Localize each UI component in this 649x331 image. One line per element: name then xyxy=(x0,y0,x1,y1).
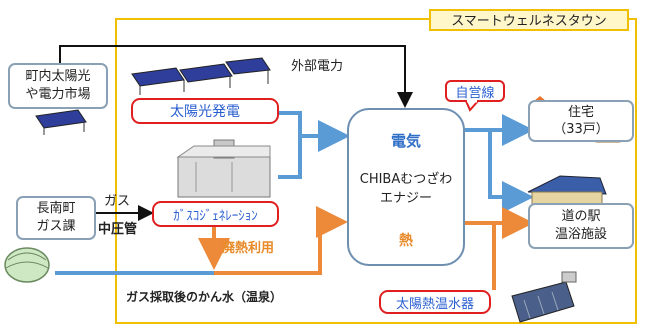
town-solar-line1: 町内太陽光 xyxy=(25,69,91,84)
solar-power-box: 太陽光発電 xyxy=(131,98,279,124)
cogeneration-machine-icon xyxy=(176,139,271,198)
gas-dept-box: 長南町 ガス課 xyxy=(16,196,96,240)
roadside-station-icon xyxy=(527,175,607,205)
town-solar-panel-icon xyxy=(35,109,87,135)
company-name: CHIBAむつざわ エナジー xyxy=(349,170,463,208)
gas-tank-icon xyxy=(4,247,50,283)
solar-water-heater-box: 太陽熱温水器 xyxy=(379,290,491,314)
housing-line2: （33戸） xyxy=(553,122,609,137)
roadside-line2: 温浴施設 xyxy=(554,227,607,242)
electricity-label: 電気 xyxy=(390,132,421,150)
solar-panel-icon xyxy=(131,57,271,95)
zone-label: スマートウェルネスタウン xyxy=(429,9,629,31)
town-solar-line2: や電力市場 xyxy=(25,87,91,102)
gas-dept-line2: ガス課 xyxy=(36,219,76,234)
solar-water-heater-icon xyxy=(511,271,577,323)
housing-line1: 住宅 xyxy=(567,105,594,120)
gas-label: ガス xyxy=(104,194,131,209)
private-line-callout: 自営線 xyxy=(445,80,505,102)
housing-box: 住宅 （33戸） xyxy=(528,100,634,142)
center-to-roadside xyxy=(488,130,534,213)
gas-dept-line1: 長南町 xyxy=(36,201,76,216)
cogen-to-center xyxy=(278,136,302,179)
energy-company-box: 電気 CHIBAむつざわ エナジー 熱 xyxy=(347,108,465,266)
roadside-line1: 道の駅 xyxy=(561,209,601,224)
waste-heat-label: 廃熱利用 xyxy=(222,241,275,256)
company-name-line1: CHIBAむつざわ xyxy=(359,172,453,187)
town-solar-box: 町内太陽光 や電力市場 xyxy=(8,63,108,109)
hot-spring-label: ガス採取後のかん水（温泉） xyxy=(126,290,283,304)
external-power-line xyxy=(59,45,413,108)
roadside-station-box: 道の駅 温浴施設 xyxy=(528,203,634,249)
heat-label: 熱 xyxy=(399,233,413,249)
company-name-line2: エナジー xyxy=(379,191,432,206)
cogeneration-box: ｶﾞｽｺｼﾞｪﾈﾚｰｼｮﾝ xyxy=(152,201,279,227)
pressure-label: 中圧管 xyxy=(98,222,138,237)
solar-to-center xyxy=(279,111,350,152)
external-power-label: 外部電力 xyxy=(291,59,344,74)
heat-to-center xyxy=(214,206,348,275)
